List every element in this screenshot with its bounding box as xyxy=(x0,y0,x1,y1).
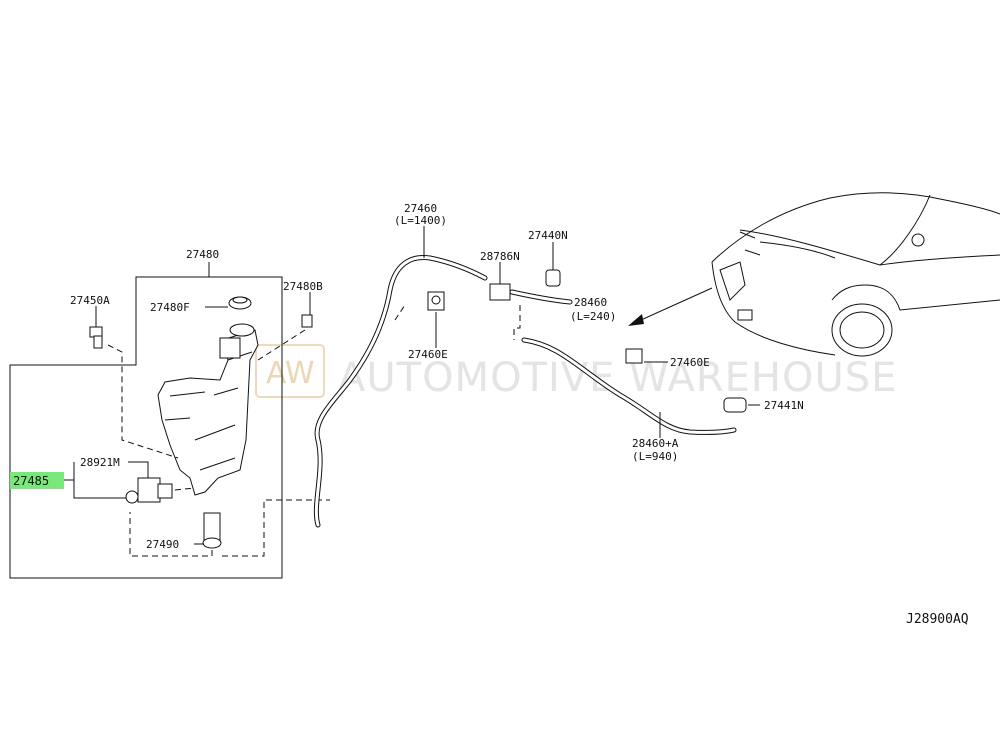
watermark-logo: AW xyxy=(266,356,315,391)
tank-clip xyxy=(257,314,313,361)
label-27460E-left: 27460E xyxy=(408,348,448,361)
label-27480B: 27480B xyxy=(283,280,323,293)
hose-28460A xyxy=(521,337,737,438)
label-27440N: 27440N xyxy=(528,229,568,242)
hose-clip-b xyxy=(625,348,668,364)
pump-motor xyxy=(129,499,330,557)
location-arrow xyxy=(628,287,713,326)
label-27460-length: (L=1400) xyxy=(394,214,447,227)
hose-28460 xyxy=(509,289,573,340)
connector xyxy=(489,262,511,301)
label-28460: 28460 xyxy=(574,296,607,309)
label-28921M: 28921M xyxy=(80,456,120,469)
diagram-code: J28900AQ xyxy=(906,612,969,627)
washer-tank xyxy=(157,323,259,496)
watermark-logo-box xyxy=(255,344,325,398)
hose-27460 xyxy=(313,226,488,528)
label-27450A: 27450A xyxy=(70,294,110,307)
label-27460E-right: 27460E xyxy=(670,356,710,369)
highlight-27485 xyxy=(10,472,64,489)
label-27441N: 27441N xyxy=(764,399,804,412)
label-27480: 27480 xyxy=(186,248,219,261)
label-28460-length: (L=240) xyxy=(570,310,616,323)
washer-pump xyxy=(125,477,196,504)
label-28460A-length: (L=940) xyxy=(632,450,678,463)
label-28460A: 28460+A xyxy=(632,437,679,450)
label-28786N: 28786N xyxy=(480,250,520,263)
label-27480F: 27480F xyxy=(150,301,190,314)
vehicle-illustration xyxy=(711,192,1000,357)
rear-nozzle xyxy=(723,397,760,413)
left-leaders xyxy=(64,262,311,545)
label-27490: 27490 xyxy=(146,538,179,551)
tank-cap xyxy=(228,296,252,310)
washer-nozzle xyxy=(545,242,561,287)
hose-clip-a xyxy=(427,291,445,348)
label-27460: 27460 xyxy=(404,202,437,215)
reservoir-group-frame xyxy=(9,276,283,579)
label-27485: 27485 xyxy=(13,474,49,488)
